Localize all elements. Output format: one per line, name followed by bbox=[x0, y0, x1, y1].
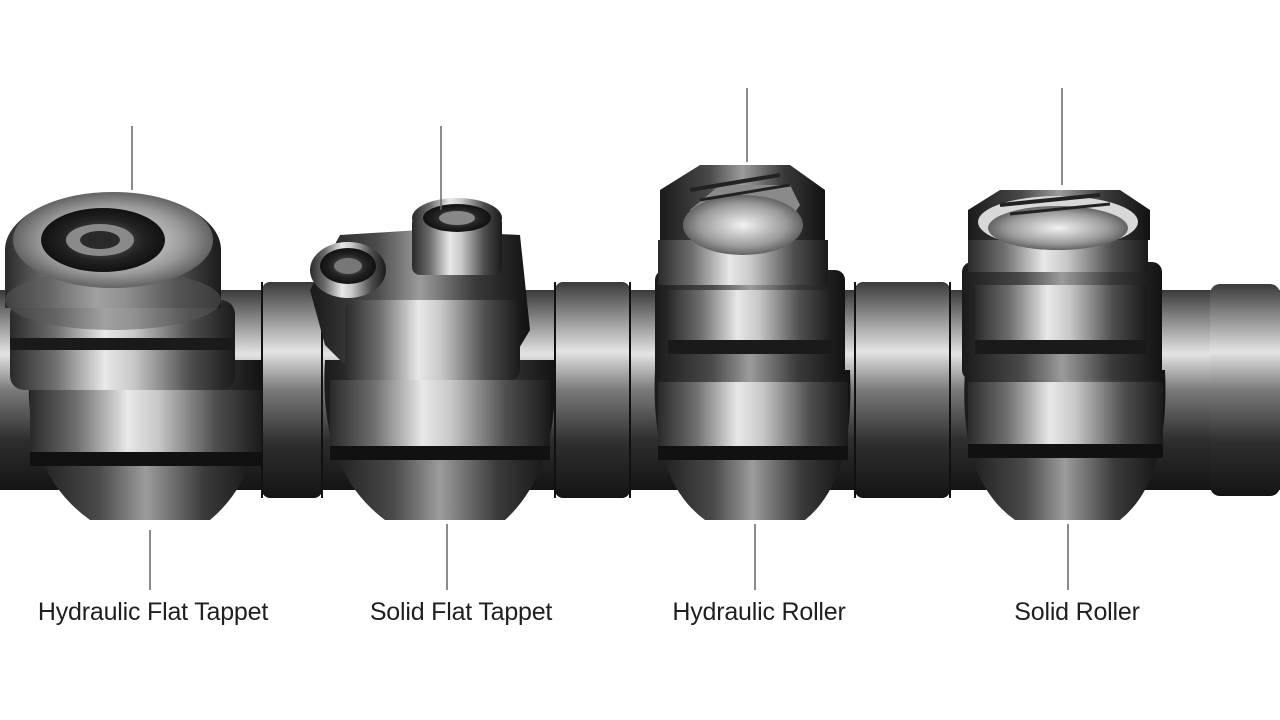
hydraulic-roller bbox=[654, 165, 851, 520]
leader-lines bbox=[131, 88, 1069, 590]
label-hydraulic-flat-tappet: Hydraulic Flat Tappet bbox=[37, 598, 269, 626]
solid-roller bbox=[962, 190, 1166, 520]
label-hydraulic-roller: Hydraulic Roller bbox=[672, 598, 846, 626]
hydraulic-flat-tappet bbox=[5, 192, 263, 520]
label-solid-flat-tappet: Solid Flat Tappet bbox=[369, 598, 553, 626]
solid-flat-tappet bbox=[310, 198, 556, 520]
label-solid-roller: Solid Roller bbox=[1014, 598, 1140, 626]
